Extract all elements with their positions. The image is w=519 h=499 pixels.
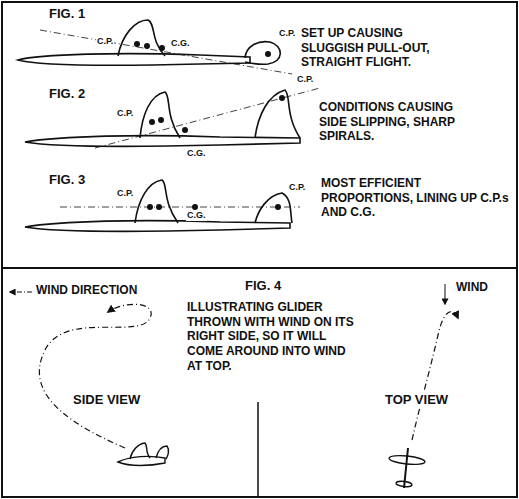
figure-label: FIG. 1 [48, 6, 86, 22]
figure-label: FIG. 4 [244, 278, 282, 294]
wind-label: WIND [455, 280, 489, 295]
note-text: SET UP CAUSING SLUGGISH PULL-OUT, STRAIG… [300, 26, 462, 70]
wing [118, 20, 165, 56]
view-divider [257, 402, 259, 497]
wind-arrow [10, 292, 32, 293]
wing [140, 92, 180, 138]
cp-dot [148, 205, 152, 209]
cg-label: C.G. [186, 148, 207, 159]
side-view [10, 292, 169, 466]
note-text: ILLUSTRATING GLIDER THROWN WITH WIND ON … [186, 300, 360, 373]
note-text: MOST EFFICIENT PROPORTIONS, LINING UP C.… [320, 176, 512, 220]
glider-wing [389, 454, 426, 466]
cp-label: C.P. [116, 188, 134, 199]
cp-dot [280, 96, 284, 100]
fuselage [25, 221, 290, 232]
cg-label: C.G. [186, 210, 207, 221]
cg-dot [193, 205, 197, 209]
alignment-line [40, 30, 292, 74]
cp-label: C.P. [296, 74, 314, 85]
glider-wing [130, 443, 150, 459]
figure-label: FIG. 2 [48, 86, 86, 102]
tail [255, 193, 292, 223]
cg-dot [183, 128, 187, 132]
tail [255, 90, 300, 138]
cp-dot [150, 120, 154, 124]
note-text: CONDITIONS CAUSING SIDE SLIPPING, SHARP … [318, 100, 480, 144]
cp-dot [157, 205, 161, 209]
glider-tail [396, 481, 412, 488]
figure-label: FIG. 3 [48, 172, 86, 188]
cp-dot [145, 44, 149, 48]
view-label: SIDE VIEW [72, 392, 141, 408]
fuselage [18, 54, 250, 66]
tail [245, 42, 280, 65]
view-label: TOP VIEW [384, 392, 449, 408]
glider-fig1 [18, 20, 292, 74]
cp-dot [135, 42, 139, 46]
alignment-line [95, 88, 320, 148]
flight-path [39, 304, 151, 448]
cp-dot [159, 118, 163, 122]
cp-label: C.P. [288, 182, 306, 193]
cp-dot [276, 205, 280, 209]
wind-arrow [445, 284, 446, 304]
cp-dot [266, 52, 270, 56]
top-view [389, 284, 458, 488]
cp-label: C.P. [116, 108, 134, 119]
glider-tail [156, 446, 169, 459]
fuselage [25, 136, 300, 147]
wind-label: WIND DIRECTION [35, 283, 138, 298]
panel-divider [2, 267, 517, 269]
cp-label: C.P. [96, 36, 114, 47]
alignment-line [60, 207, 300, 208]
cg-label: C.G. [170, 38, 191, 49]
glider-side [118, 456, 165, 465]
cp-label: C.P. [278, 28, 296, 39]
flight-path [412, 312, 458, 440]
cg-dot [160, 46, 164, 50]
wing [135, 180, 178, 223]
